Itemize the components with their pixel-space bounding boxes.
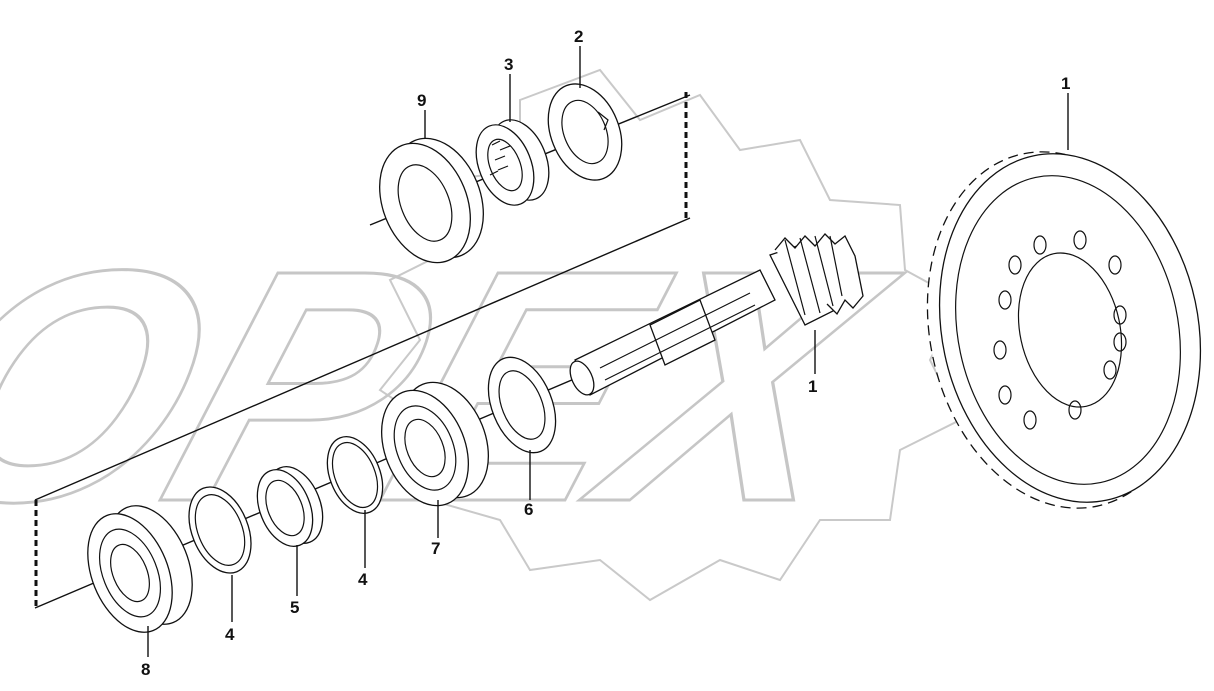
ring-gear-part-1 [926, 151, 1202, 509]
callout-8: 8 [141, 660, 150, 679]
callout-9: 9 [417, 91, 426, 110]
pinion-shaft-part-1 [569, 233, 864, 396]
shim-washer-part-6 [487, 356, 557, 454]
callout-2: 2 [574, 27, 583, 46]
slotted-nut-part-3 [475, 119, 550, 206]
callout-5: 5 [290, 598, 299, 617]
seal-ring-part-9 [379, 137, 484, 264]
bearing-cup-part-5 [256, 466, 324, 547]
callout-labels: 2 3 9 1 1 6 7 4 5 4 8 [141, 27, 1070, 679]
callout-1-pinion: 1 [808, 377, 817, 396]
spacer-ring-part-4-upper [326, 436, 384, 514]
roller-bearing-part-8 [87, 505, 193, 633]
callout-3: 3 [504, 55, 513, 74]
leader-lines [147, 46, 1069, 657]
callout-4-lower: 4 [225, 625, 235, 644]
spacer-ring-part-4-lower [188, 486, 252, 574]
roller-bearing-part-7 [380, 381, 490, 507]
callout-7: 7 [431, 539, 440, 558]
callout-6: 6 [524, 500, 533, 519]
lock-washer-part-2 [547, 83, 623, 181]
callout-1-ring-gear: 1 [1061, 74, 1070, 93]
axis-connector-line [34, 217, 691, 501]
callout-4-upper: 4 [358, 570, 368, 589]
watermark-gear-outline [378, 68, 962, 602]
ring-gear-bolt-holes [993, 230, 1127, 430]
